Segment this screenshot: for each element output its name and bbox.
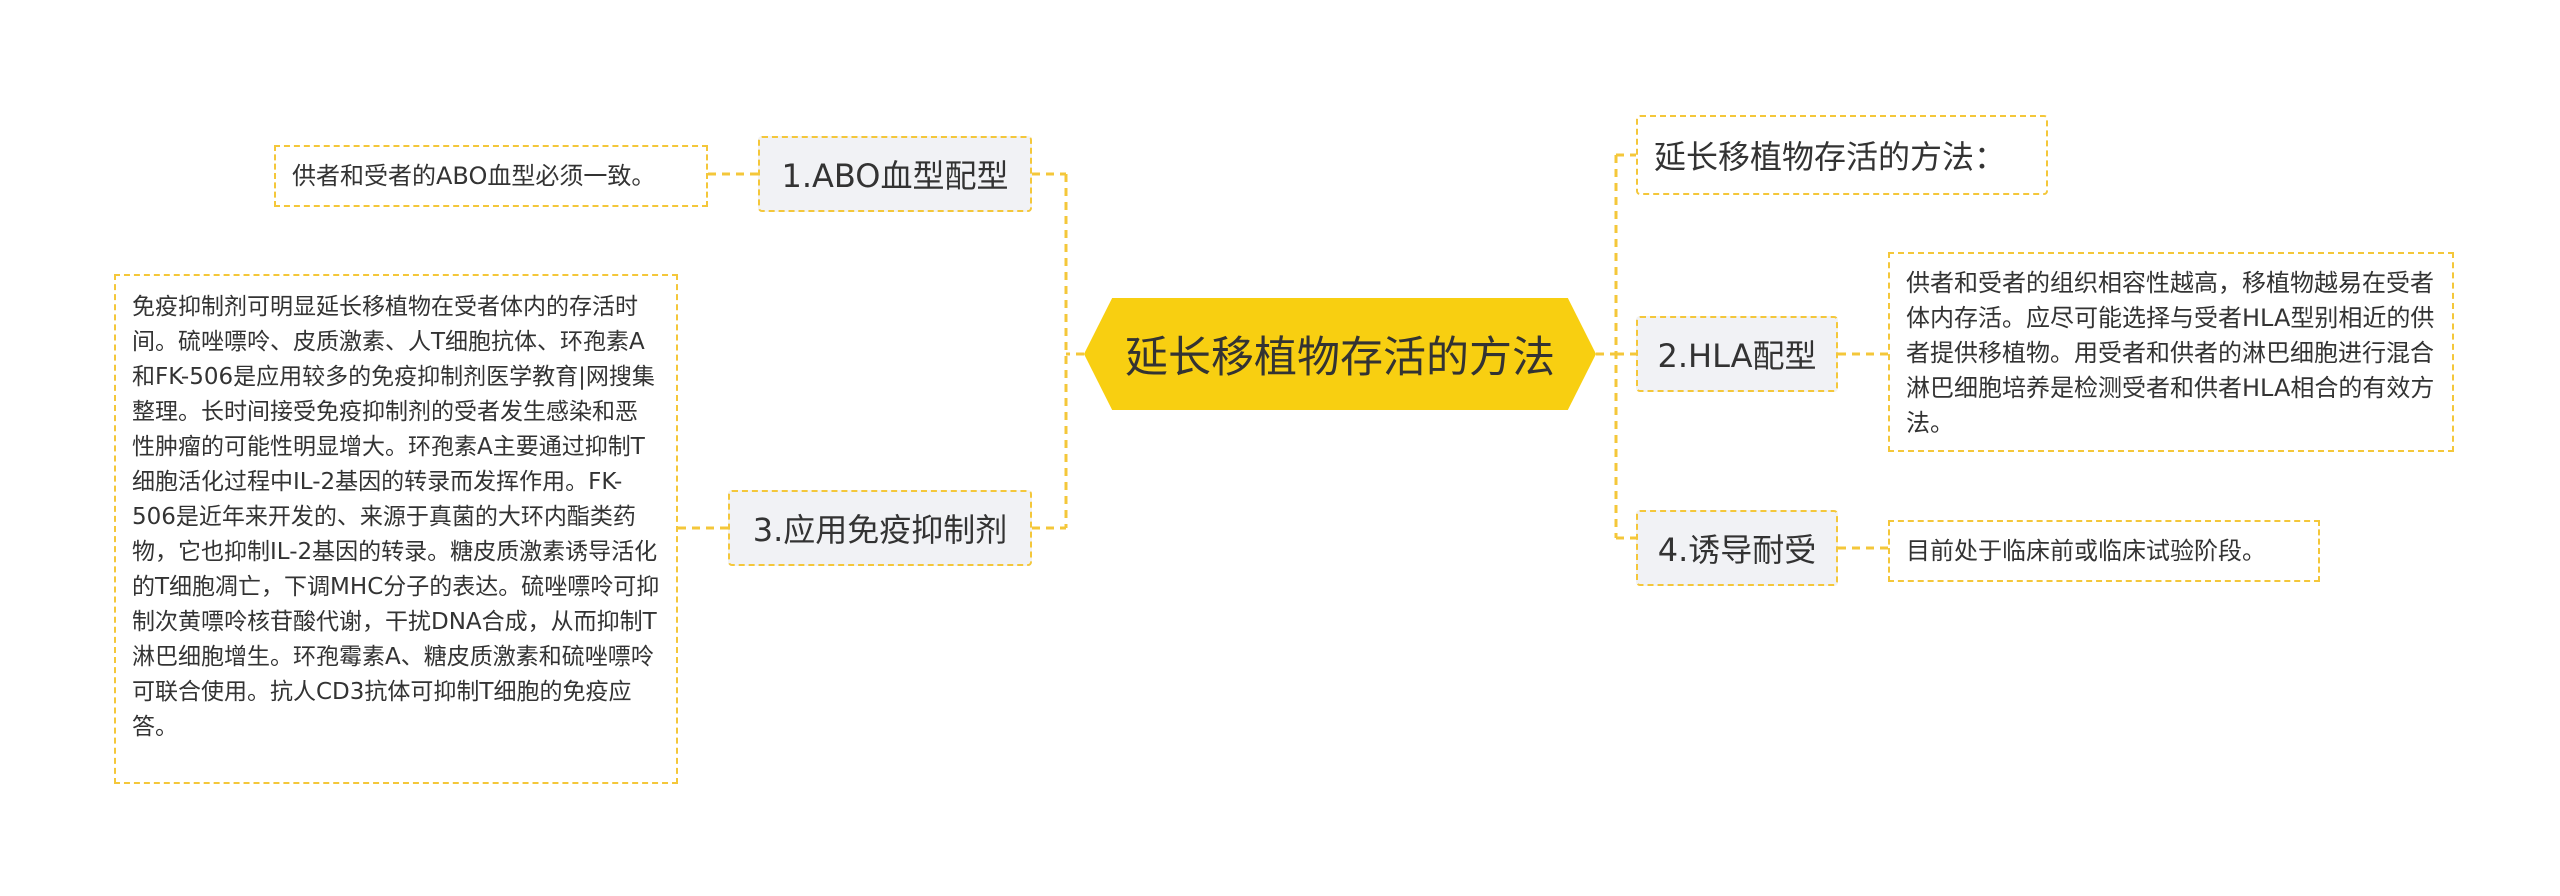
branch-hla-matching[interactable]: 2.HLA配型: [1636, 316, 1838, 392]
branch-immunosuppressants-label: 3.应用免疫抑制剂: [752, 511, 1008, 549]
central-topic[interactable]: 延长移植物存活的方法: [1084, 298, 1596, 410]
connector-right-trunk: [1596, 153, 1636, 540]
branch-methods-title-label: 延长移植物存活的方法：: [1654, 138, 2007, 176]
detail-induce-tolerance[interactable]: 目前处于临床前或临床试验阶段。: [1888, 520, 2320, 582]
connector-left-trunk: [1032, 172, 1084, 530]
detail-immunosuppressants[interactable]: 免疫抑制剂可明显延长移植物在受者体内的存活时间。硫唑嘌呤、皮质激素、人T细胞抗体…: [114, 274, 678, 784]
detail-tolerance-text: 目前处于临床前或临床试验阶段。: [1906, 537, 2266, 565]
detail-hla-text: 供者和受者的组织相容性越高，移植物越易在受者体内存活。应尽可能选择与受者HLA型…: [1906, 269, 2435, 437]
detail-abo-text: 供者和受者的ABO血型必须一致。: [292, 162, 656, 190]
branch-induce-tolerance[interactable]: 4.诱导耐受: [1636, 510, 1838, 586]
detail-immunosuppressants-text: 免疫抑制剂可明显延长移植物在受者体内的存活时间。硫唑嘌呤、皮质激素、人T细胞抗体…: [132, 294, 660, 740]
detail-abo-matching[interactable]: 供者和受者的ABO血型必须一致。: [274, 145, 708, 207]
branch-abo-label: 1.ABO血型配型: [781, 157, 1009, 195]
branch-tolerance-label: 4.诱导耐受: [1657, 531, 1817, 569]
branch-methods-title[interactable]: 延长移植物存活的方法：: [1636, 115, 2048, 195]
branch-immunosuppressants[interactable]: 3.应用免疫抑制剂: [728, 490, 1032, 566]
branch-hla-label: 2.HLA配型: [1657, 337, 1817, 375]
central-topic-label: 延长移植物存活的方法: [1125, 333, 1555, 383]
detail-hla-matching[interactable]: 供者和受者的组织相容性越高，移植物越易在受者体内存活。应尽可能选择与受者HLA型…: [1888, 252, 2454, 452]
branch-abo-matching[interactable]: 1.ABO血型配型: [758, 136, 1032, 212]
